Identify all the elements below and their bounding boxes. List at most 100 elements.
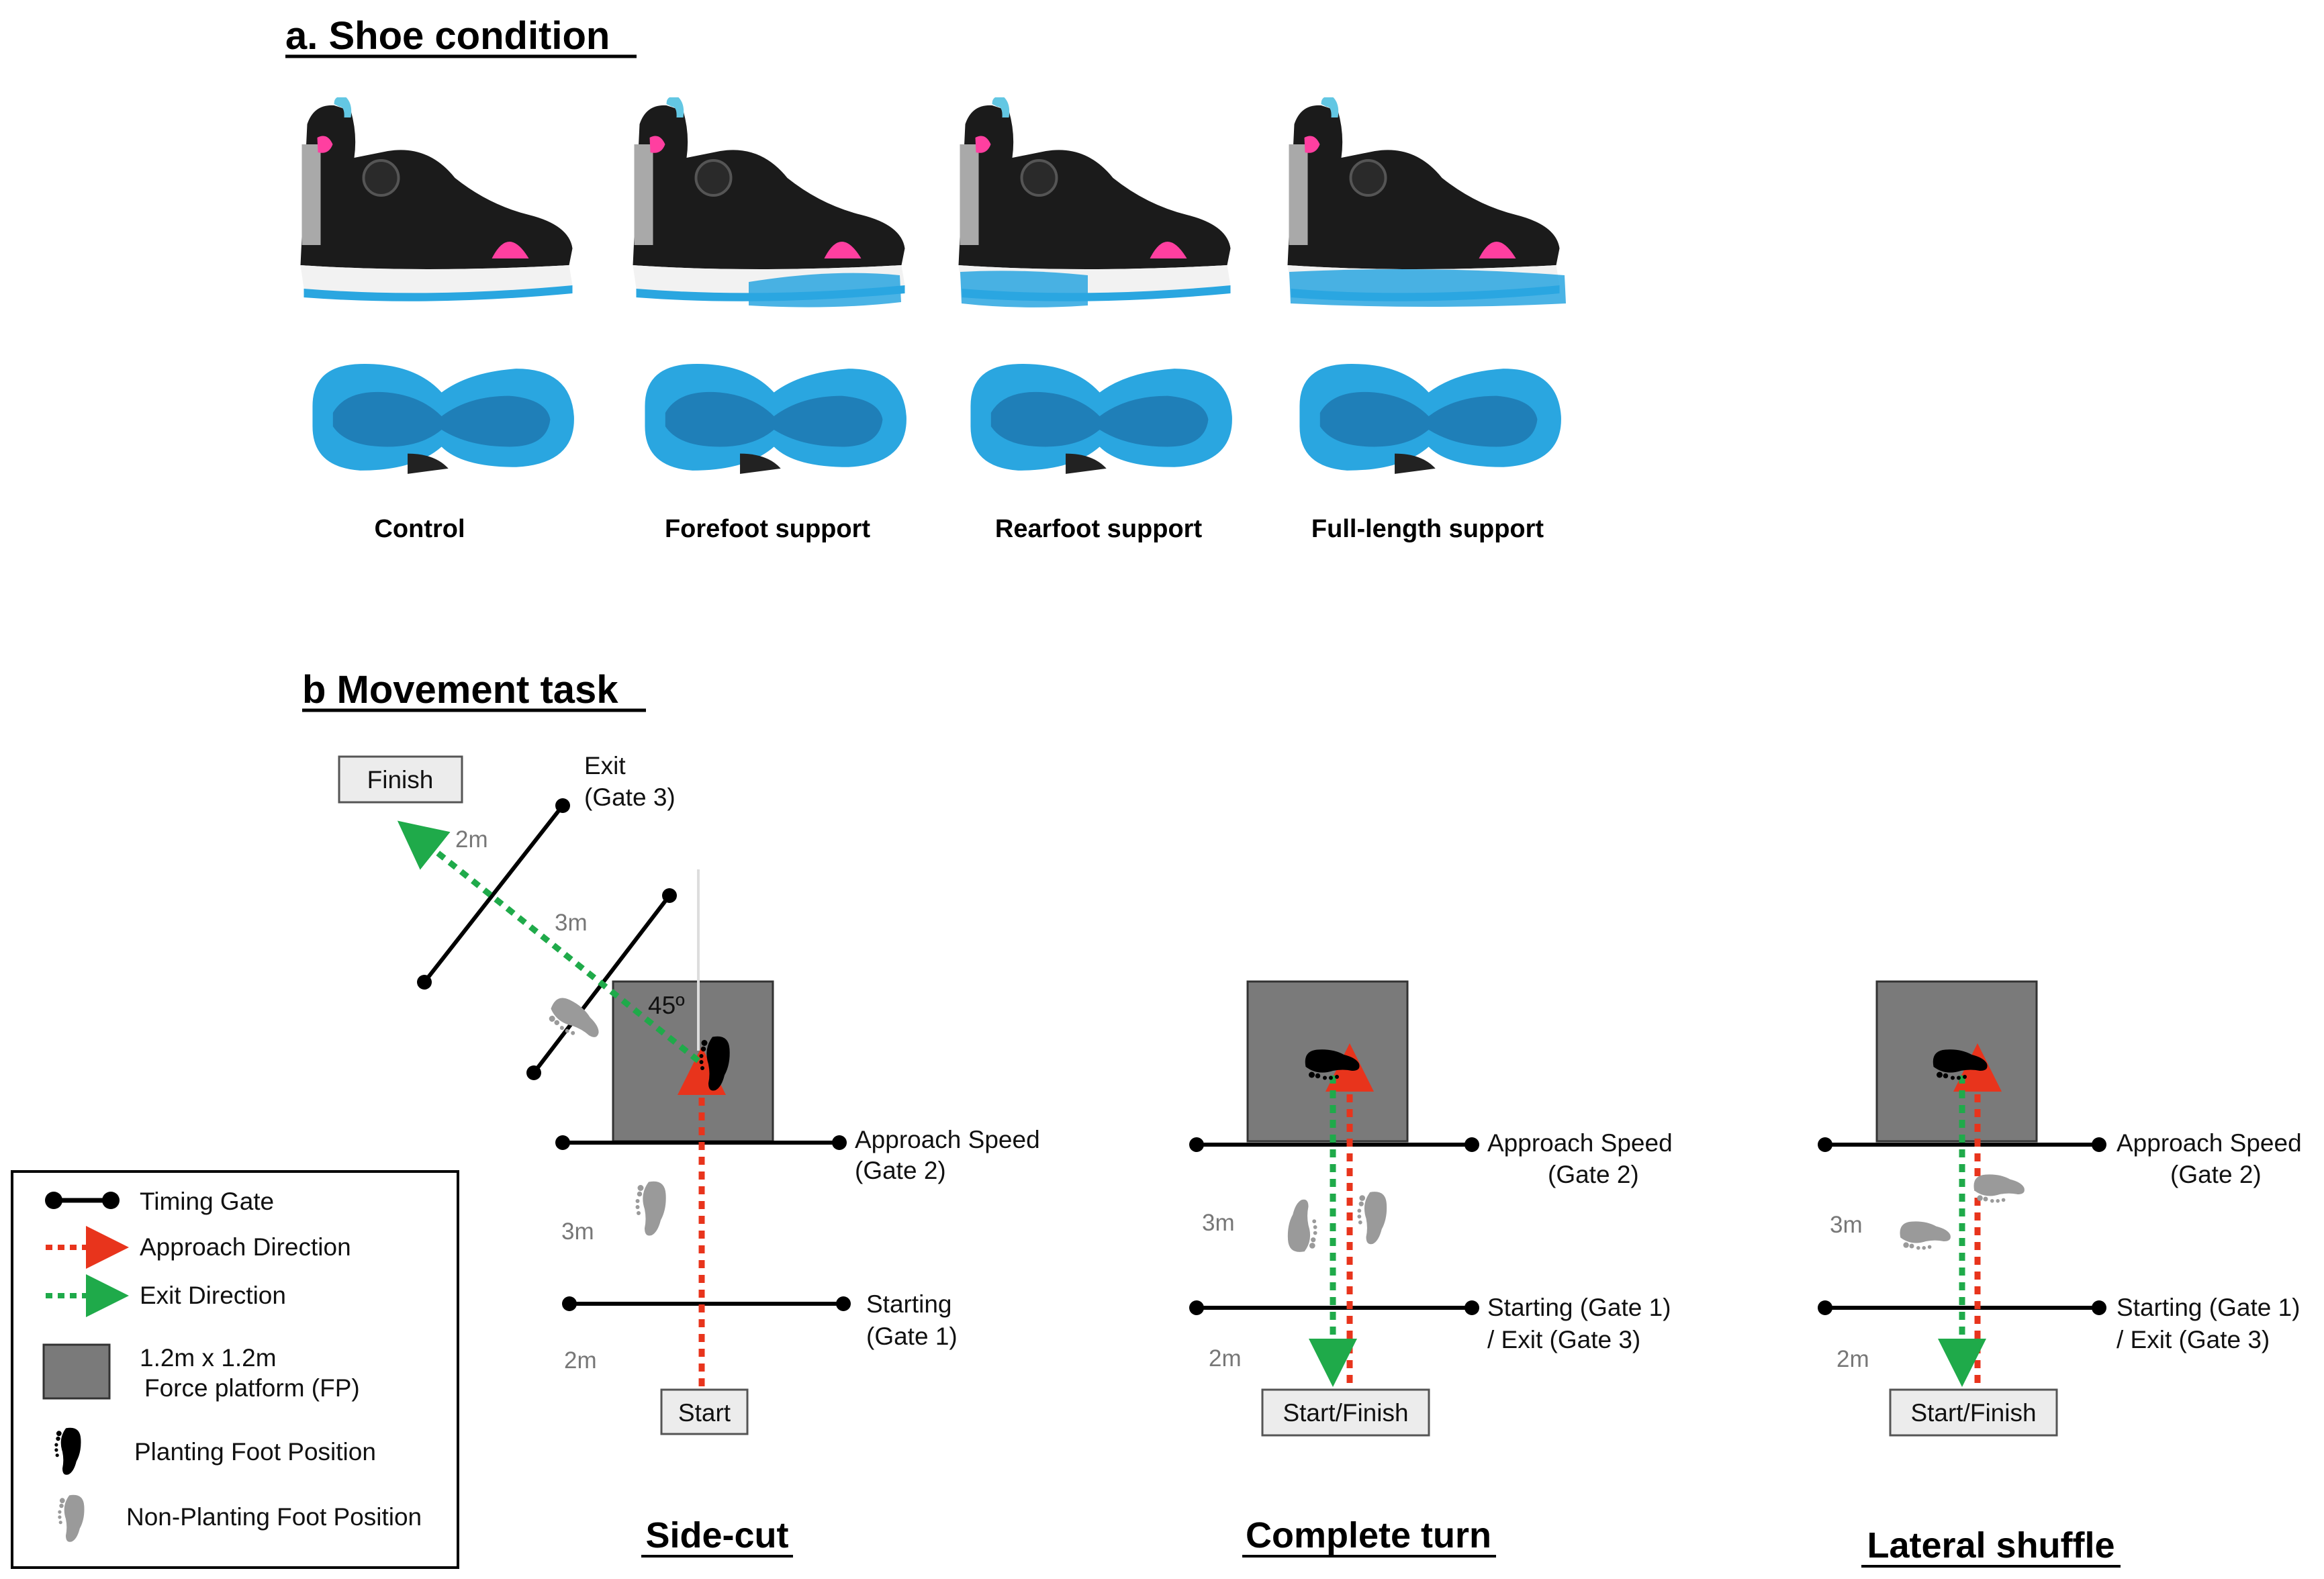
sidecut-gate2-post-left: [555, 1135, 570, 1150]
legend-planting-label: Planting Foot Position: [134, 1438, 376, 1466]
sidecut-title: Side-cut: [645, 1515, 788, 1556]
sidecut-nonplanting-foot-icon-2: [635, 1181, 666, 1236]
turn-gate2-label-1: Approach Speed: [1487, 1129, 1673, 1157]
shoe-full-sole-image: [1299, 363, 1561, 474]
shuffle-start-label: Start/Finish: [1910, 1399, 2036, 1427]
sidecut-start-box: [660, 1388, 749, 1435]
shoe-rearfoot: Rearfoot support: [959, 97, 1232, 543]
turn-gate1-post-right: [1465, 1300, 1479, 1315]
legend: Timing Gate Approach Direction Exit Dire…: [11, 1170, 459, 1569]
legend-exit-label: Exit Direction: [140, 1282, 286, 1309]
section-a-title: a. Shoe condition: [285, 14, 610, 58]
sidecut-exit-label-2: (Gate 3): [584, 783, 676, 811]
shuffle-dist-2m: 2m: [1837, 1346, 1869, 1372]
turn-gate2-label-2: (Gate 2): [1548, 1161, 1639, 1188]
sidecut-start-label: Start: [678, 1399, 731, 1427]
rearfoot-support-plate: [960, 271, 1088, 307]
complete-turn-diagram: Approach Speed (Gate 2) 3m Starting (Gat…: [1189, 980, 1673, 1558]
turn-gate1-label-2: / Exit (Gate 3): [1487, 1326, 1640, 1353]
sidecut-gate3-post-right: [555, 798, 570, 813]
shoe-forefoot: Forefoot support: [633, 97, 907, 543]
shuffle-gate2-label-2: (Gate 2): [2170, 1161, 2262, 1188]
shoe-control-side-image: [301, 97, 573, 301]
turn-dist-3m: 3m: [1202, 1210, 1235, 1236]
turn-dist-2m: 2m: [1209, 1345, 1242, 1372]
sidecut-gate1-post-left: [562, 1296, 577, 1311]
sidecut-gate2-label-2: (Gate 2): [855, 1157, 946, 1184]
full-length-support-plate: [1289, 269, 1566, 307]
shoe-rearfoot-sole-image: [970, 363, 1232, 474]
sidecut-force-platform: [612, 980, 774, 1143]
shoe-rearfoot-side-image: [959, 97, 1231, 301]
sidecut-gate1-label-1: Starting: [866, 1290, 952, 1318]
sidecut-cut-gate-post-left: [526, 1065, 541, 1080]
shoe-label-rearfoot: Rearfoot support: [995, 515, 1203, 543]
shoe-control-sole-image: [312, 363, 574, 474]
legend-approach: Approach Direction: [46, 1226, 351, 1269]
shuffle-gate1-post-right: [2092, 1300, 2106, 1315]
shoe-label-full-length: Full-length support: [1311, 515, 1544, 543]
shuffle-gate2-post-left: [1818, 1137, 1832, 1152]
sidecut-exit-arrow: [397, 820, 700, 1063]
timing-gate-icon-post-left: [45, 1192, 62, 1209]
forefoot-support-plate: [749, 273, 901, 307]
sidecut-dist-2m-top: 2m: [455, 826, 488, 853]
turn-gate1-label-1: Starting (Gate 1): [1487, 1294, 1671, 1321]
legend-planting: Planting Foot Position: [54, 1427, 376, 1475]
turn-start-label: Start/Finish: [1283, 1399, 1408, 1427]
sidecut-dist-3m: 3m: [561, 1218, 594, 1245]
shuffle-nonplanting-foot-right-icon: [1973, 1174, 2025, 1203]
sidecut-gate2-label-1: Approach Speed: [855, 1126, 1040, 1153]
sidecut-angle-label: 45º: [648, 992, 685, 1019]
turn-gate2-post-left: [1189, 1137, 1204, 1152]
turn-start-box: [1261, 1388, 1430, 1437]
sidecut-diagram: Finish Exit (Gate 3) 2m 3m 45º Approach …: [338, 752, 1040, 1558]
shuffle-gate1-label-2: / Exit (Gate 3): [2117, 1326, 2270, 1353]
legend-timing-gate-label: Timing Gate: [140, 1188, 274, 1215]
turn-nonplanting-foot-right-icon: [1357, 1192, 1387, 1245]
turn-gate1-post-left: [1189, 1300, 1204, 1315]
lateral-shuffle-diagram: Approach Speed (Gate 2) 3m Starting (Gat…: [1818, 980, 2302, 1568]
force-platform-icon: [42, 1343, 111, 1400]
shoe-forefoot-side-image: [633, 97, 905, 301]
sidecut-nonplanting-foot-icon: [544, 993, 606, 1047]
shoe-label-control: Control: [374, 515, 465, 543]
legend-exit: Exit Direction: [46, 1274, 286, 1317]
sidecut-finish-label: Finish: [367, 766, 434, 794]
shuffle-dist-3m: 3m: [1830, 1212, 1863, 1238]
sidecut-exit-label-1: Exit: [584, 752, 626, 779]
shuffle-gate1-post-left: [1818, 1300, 1832, 1315]
shuffle-nonplanting-foot-left-icon: [1900, 1221, 1951, 1250]
legend-non-planting: Non-Planting Foot Position: [58, 1494, 422, 1542]
sidecut-cut-gate-post-right: [662, 888, 677, 903]
legend-fp-label-2: Force platform (FP): [144, 1374, 360, 1402]
turn-nonplanting-foot-left-icon: [1287, 1199, 1317, 1252]
sidecut-dist-3m-top: 3m: [555, 910, 588, 936]
sidecut-gate1-label-2: (Gate 1): [866, 1323, 958, 1350]
legend-approach-label: Approach Direction: [140, 1233, 351, 1261]
legend-force-platform: 1.2m x 1.2m Force platform (FP): [42, 1343, 360, 1402]
shoe-forefoot-sole-image: [645, 363, 907, 474]
shoe-full-length: Full-length support: [1288, 97, 1566, 543]
sidecut-gate3-post-left: [417, 975, 432, 990]
legend-non-planting-label: Non-Planting Foot Position: [126, 1503, 422, 1531]
sidecut-gate1-post-right: [836, 1296, 851, 1311]
sidecut-dist-2m: 2m: [564, 1347, 597, 1374]
shuffle-gate2-post-right: [2092, 1137, 2106, 1152]
turn-gate2-post-right: [1465, 1137, 1479, 1152]
shuffle-start-box: [1889, 1388, 2058, 1437]
legend-timing-gate: Timing Gate: [45, 1188, 274, 1215]
legend-fp-label-1: 1.2m x 1.2m: [140, 1344, 277, 1372]
sidecut-gate2-post-right: [832, 1135, 847, 1150]
shoe-label-forefoot: Forefoot support: [665, 515, 870, 543]
shuffle-gate1-label-1: Starting (Gate 1): [2117, 1294, 2300, 1321]
timing-gate-icon-post-right: [102, 1192, 120, 1209]
section-b-title: b Movement task: [302, 668, 618, 712]
sidecut-gate3-line: [422, 804, 565, 984]
shoe-control: Control: [301, 97, 574, 543]
sidecut-finish-box: [338, 755, 463, 804]
shuffle-title: Lateral shuffle: [1867, 1525, 2114, 1566]
turn-title: Complete turn: [1246, 1515, 1491, 1556]
shuffle-gate2-label-1: Approach Speed: [2117, 1129, 2302, 1157]
